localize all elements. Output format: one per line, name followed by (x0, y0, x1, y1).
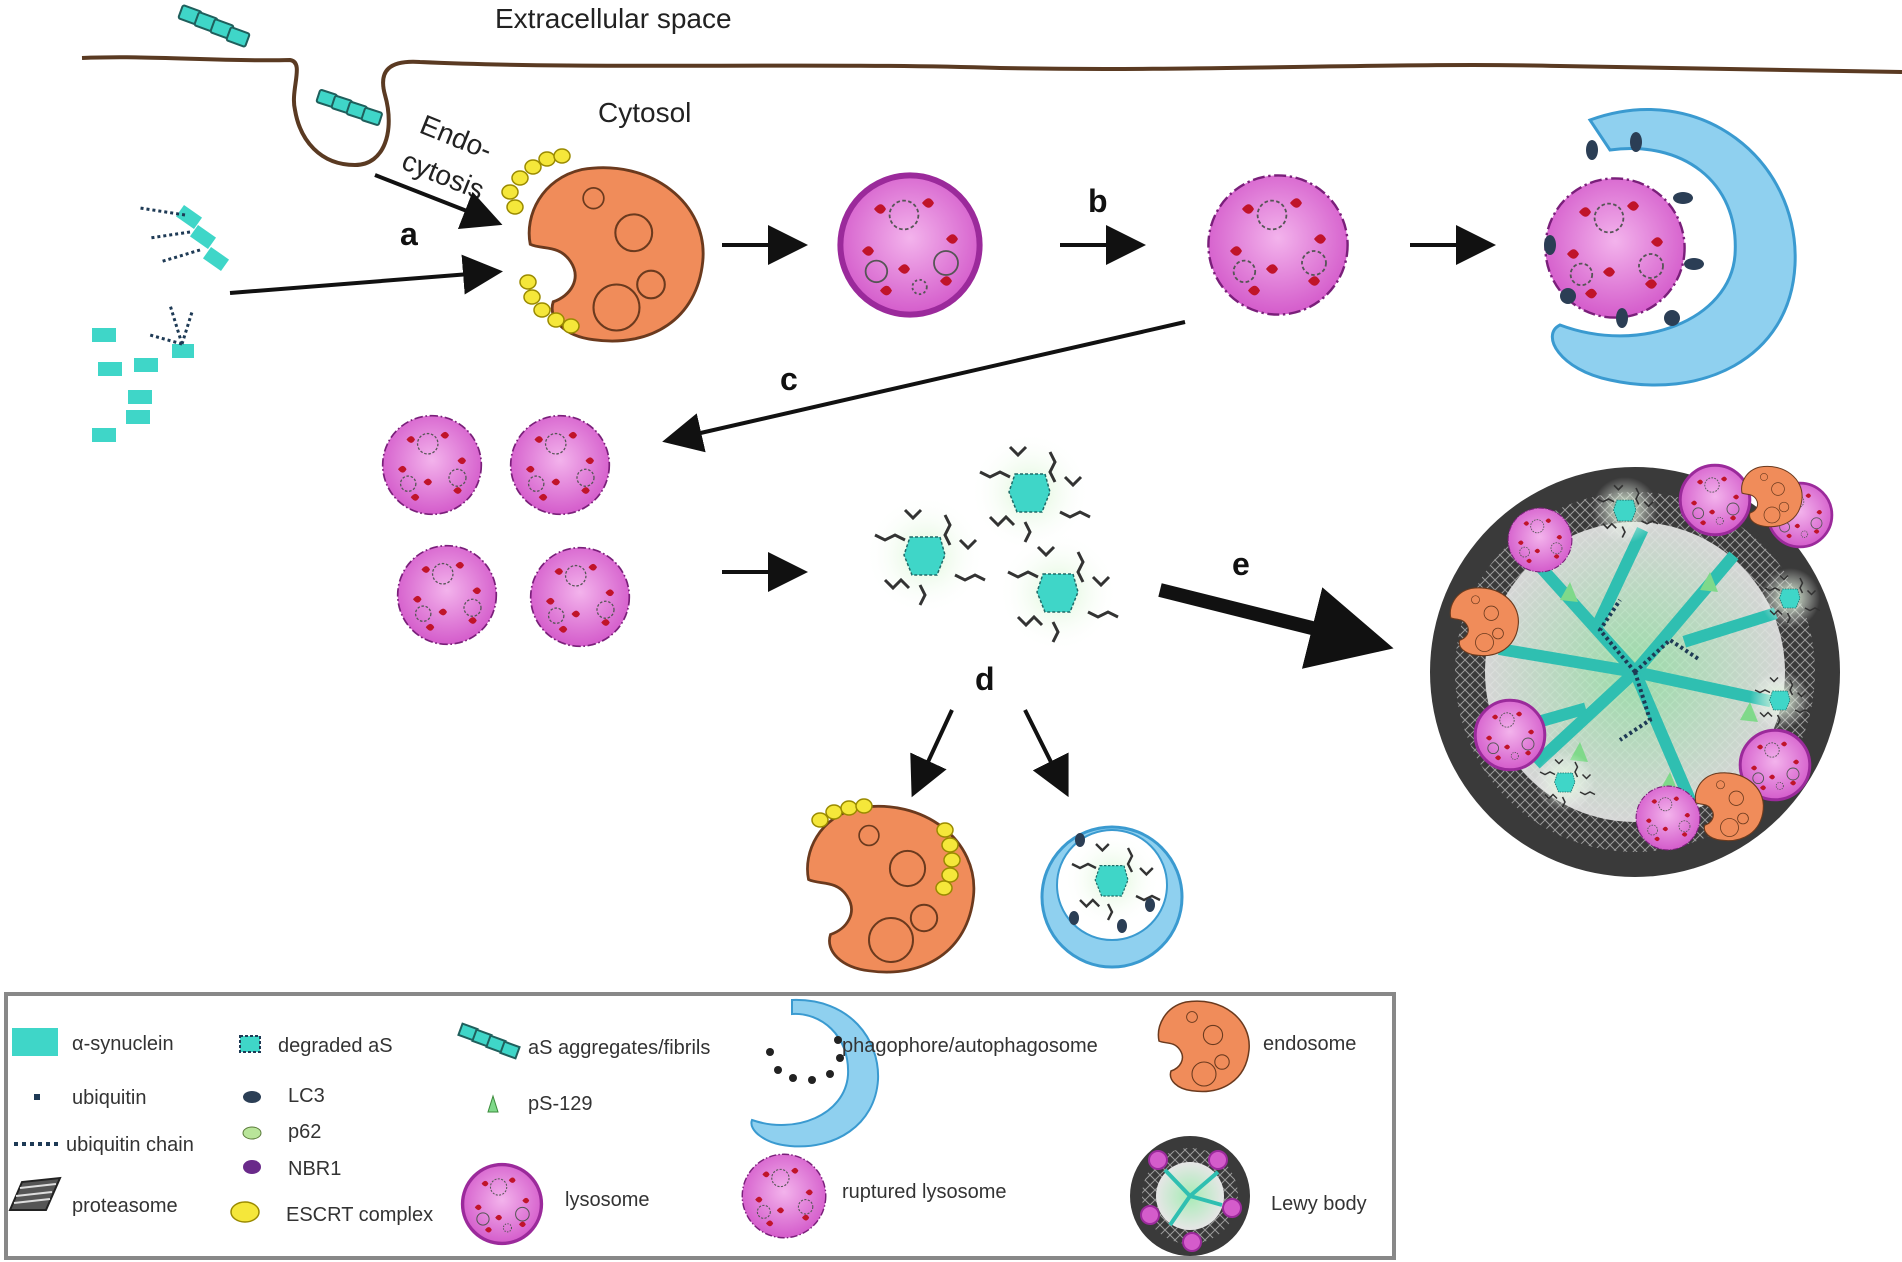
legend-nbr1-swatch (243, 1160, 261, 1174)
aggregate-3 (996, 530, 1120, 654)
legend-endosome-label: endosome (1263, 1033, 1356, 1055)
legend-ps129-swatch (487, 1094, 499, 1113)
legend-p62-label: p62 (288, 1121, 321, 1143)
lysosome-top (840, 175, 979, 314)
legend-degraded-swatch (239, 1035, 261, 1053)
legend-lewy-body-label: Lewy body (1271, 1193, 1367, 1215)
legend-escrt-label: ESCRT complex (286, 1204, 433, 1226)
extracellular-fibril (177, 4, 251, 48)
legend-degraded-label: degraded aS (278, 1035, 393, 1057)
legend-ubiquitin-swatch (34, 1094, 40, 1100)
ruptured-lysosome-1 (381, 414, 483, 516)
step-label-e: e (1232, 546, 1250, 582)
lewy-body (1430, 463, 1840, 877)
legend-lysosome-swatch (460, 1162, 544, 1246)
legend-phagophore-label: phagophore/autophagosome (842, 1035, 1098, 1057)
ruptured-lysosome-4 (529, 546, 631, 648)
legend-synuclein-label: α-synuclein (72, 1033, 174, 1055)
autophagosome-bottom (1040, 825, 1184, 969)
ruptured-lysosome-3 (396, 544, 498, 646)
arrow-d-left (910, 709, 954, 798)
extracellular-space-label: Extracellular space (495, 3, 732, 34)
step-label-a: a (400, 216, 418, 252)
legend-ubiquitin-chain-label: ubiquitin chain (66, 1134, 194, 1156)
ubiquitinated-synuclein (139, 204, 230, 358)
legend-aggregates-swatch (457, 1022, 521, 1060)
legend-proteasome-swatch (8, 1176, 62, 1211)
legend-proteasome-label: proteasome (72, 1195, 178, 1217)
legend-aggregates-label: aS aggregates/fibrils (528, 1037, 710, 1059)
arrow-endocytosis (374, 173, 503, 229)
legend-phagophore-swatch (750, 998, 880, 1148)
legend-ruptured-lysosome-swatch (741, 1153, 827, 1239)
arrow-c (662, 320, 1186, 453)
arrow-d-right (1023, 709, 1069, 798)
legend-escrt-swatch (230, 1201, 260, 1223)
autophagosome-top (1544, 108, 1797, 387)
aggregate-2 (863, 493, 987, 617)
ruptured-lysosome-top (1207, 174, 1349, 316)
escrt-complex-top (501, 148, 580, 334)
escrt-complex-bottom (811, 798, 961, 896)
legend-lysosome-label: lysosome (565, 1189, 649, 1211)
arrow-e (1158, 583, 1394, 669)
step-label-b: b (1088, 183, 1108, 219)
legend-ps129-label: pS-129 (528, 1093, 593, 1115)
step-label-d: d (975, 661, 995, 697)
synuclein-monomers (92, 328, 158, 442)
step-label-c: c (780, 361, 798, 397)
legend-lewy-body-swatch (1130, 1136, 1250, 1256)
ruptured-lysosome-2 (509, 414, 611, 516)
legend-ubiquitin-label: ubiquitin (72, 1087, 147, 1109)
legend-nbr1-label: NBR1 (288, 1158, 341, 1180)
legend-lc3-swatch (243, 1091, 261, 1103)
cytosol-label: Cytosol (598, 97, 691, 128)
legend-ruptured-lysosome-label: ruptured lysosome (842, 1181, 1007, 1203)
legend-synuclein-swatch (12, 1028, 58, 1056)
legend-p62-swatch (242, 1126, 262, 1140)
arrow-a (229, 254, 503, 295)
legend-lc3-label: LC3 (288, 1085, 325, 1107)
endocytosed-fibril (315, 89, 383, 126)
plasma-membrane (81, 55, 1902, 168)
